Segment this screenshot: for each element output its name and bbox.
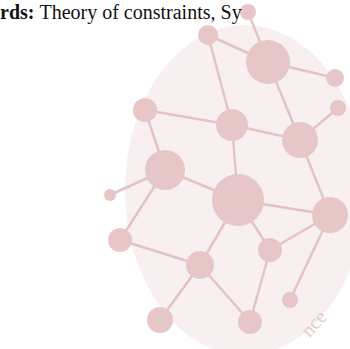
- watermark-dots: [104, 4, 348, 334]
- watermark-links: [110, 12, 338, 322]
- keywords-text: Theory of constraints, Sy: [39, 1, 241, 24]
- keywords-heading: rds:: [0, 1, 34, 24]
- watermark-ground: [125, 25, 350, 349]
